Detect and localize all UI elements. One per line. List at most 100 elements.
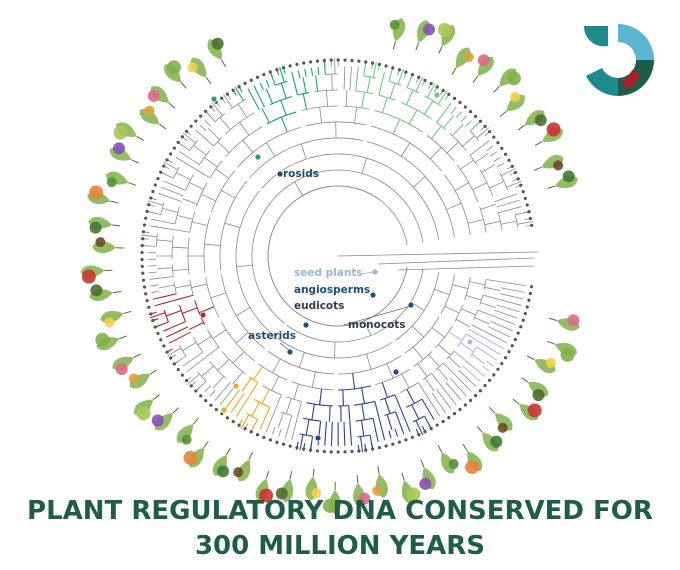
branch xyxy=(452,284,469,289)
clade-arc xyxy=(301,105,339,111)
tree-leaf-dot xyxy=(151,318,155,323)
branch xyxy=(454,182,470,191)
branch xyxy=(166,347,182,357)
branch xyxy=(472,182,488,191)
clade-arc xyxy=(187,237,190,275)
branch xyxy=(424,377,435,392)
branch xyxy=(443,115,455,129)
clade-arc xyxy=(483,279,487,290)
branch xyxy=(204,385,211,392)
tree-leaf-dot xyxy=(350,449,354,454)
branch xyxy=(294,181,304,196)
clade-node xyxy=(210,95,218,103)
stem-shape xyxy=(128,182,137,186)
branch xyxy=(278,428,282,437)
clade-node xyxy=(466,338,474,346)
branch xyxy=(277,412,284,429)
stem-shape xyxy=(203,440,209,448)
branch xyxy=(378,416,386,441)
tree-leaf-dot xyxy=(165,350,169,354)
branch xyxy=(444,305,460,314)
branch xyxy=(261,108,270,123)
clade-arc xyxy=(343,105,370,110)
tree-leaf-dot xyxy=(295,62,299,66)
branch xyxy=(381,382,389,398)
branch xyxy=(252,366,263,381)
tree-leaf-dot xyxy=(410,73,414,77)
branch xyxy=(465,360,486,377)
stem-shape xyxy=(226,447,231,456)
stem-shape xyxy=(420,459,425,468)
branch xyxy=(394,394,402,410)
tree-leaf-dots xyxy=(140,58,534,454)
branch xyxy=(170,183,186,191)
tree-leaf-dot xyxy=(463,105,467,109)
flower-shape xyxy=(448,459,459,470)
branch xyxy=(241,378,252,392)
plant-illustration-icon xyxy=(176,417,199,445)
tree-leaf-dot xyxy=(141,271,145,275)
branch xyxy=(265,409,276,433)
tree-leaf-dot xyxy=(391,66,395,70)
clade-arc xyxy=(303,417,321,422)
stem-shape xyxy=(499,110,507,117)
branch xyxy=(297,401,302,418)
tree-leaf-dot xyxy=(404,70,408,74)
branch xyxy=(305,419,310,436)
clade-arc xyxy=(444,174,471,236)
branch xyxy=(293,383,299,400)
branch xyxy=(299,434,304,451)
branch xyxy=(193,145,207,156)
branch xyxy=(482,294,499,300)
branch xyxy=(214,382,231,401)
clade-arc xyxy=(185,174,194,191)
clade-arc xyxy=(370,125,442,172)
stem-shape xyxy=(112,224,121,227)
clade-arc xyxy=(235,190,275,337)
branch xyxy=(265,79,270,88)
plant-illustration-icon xyxy=(547,340,577,362)
flower-shape xyxy=(81,269,96,284)
flower-shape xyxy=(90,284,103,297)
branch xyxy=(342,389,344,406)
stem-shape xyxy=(221,59,227,68)
tree-leaf-dot xyxy=(268,438,272,442)
rosids-label: rosids xyxy=(283,168,319,180)
branch xyxy=(421,398,431,414)
tree-leaf-dot xyxy=(262,72,266,77)
stem-shape xyxy=(180,82,187,89)
tree-leaf-dot xyxy=(149,312,153,316)
flower-shape xyxy=(567,314,580,327)
tree-leaf-dot xyxy=(364,60,368,64)
tree-leaf-dot xyxy=(204,399,208,403)
branch xyxy=(418,382,428,397)
flower-shape xyxy=(372,485,383,496)
headline-line-1: PLANT REGULATORY DNA CONSERVED FOR xyxy=(27,496,653,526)
plant-illustration-icon xyxy=(87,185,119,204)
clade-arc xyxy=(237,126,301,168)
clade-arc xyxy=(306,402,333,407)
branch xyxy=(430,125,442,139)
branch xyxy=(176,214,193,220)
flower-shape xyxy=(259,488,274,503)
branch xyxy=(182,198,198,205)
branch xyxy=(448,356,461,369)
clade-arc xyxy=(173,282,177,294)
branch xyxy=(476,346,491,357)
stem-shape xyxy=(136,136,144,141)
branch xyxy=(209,390,216,397)
tree-leaf-dot xyxy=(153,183,157,187)
branch xyxy=(261,389,270,404)
branch xyxy=(400,426,405,435)
plant-illustration-icon xyxy=(533,155,564,171)
branch xyxy=(378,79,384,96)
clade-arc xyxy=(171,264,174,277)
flower-shape xyxy=(233,467,244,478)
tree-leaf-dot xyxy=(237,423,241,427)
branch xyxy=(302,93,308,110)
plant-illustration-icon xyxy=(164,60,187,89)
branch xyxy=(455,111,462,118)
branch xyxy=(168,331,191,344)
branch xyxy=(498,208,514,214)
tree-leaf-dot xyxy=(322,449,326,454)
